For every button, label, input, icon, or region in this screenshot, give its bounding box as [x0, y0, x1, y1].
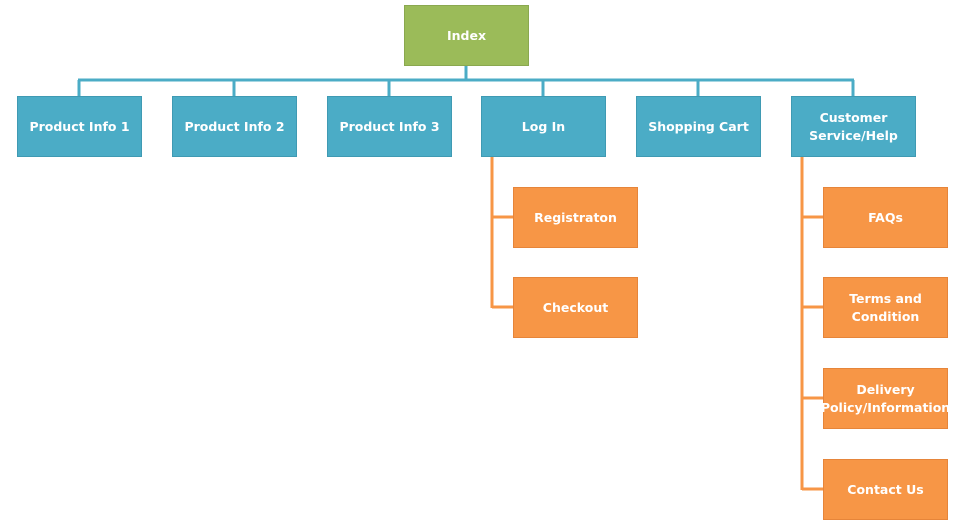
node-product-info-3: Product Info 3: [327, 96, 452, 157]
node-checkout: Checkout: [513, 277, 638, 338]
node-product-info-1-label: Product Info 1: [29, 118, 130, 134]
node-shopping-cart: Shopping Cart: [636, 96, 761, 157]
node-product-info-2: Product Info 2: [172, 96, 297, 157]
node-shopping-cart-label: Shopping Cart: [648, 118, 749, 134]
node-product-info-3-label: Product Info 3: [339, 118, 440, 134]
node-terms-and-condition: Terms and Condition: [823, 277, 948, 338]
node-product-info-1: Product Info 1: [17, 96, 142, 157]
node-checkout-label: Checkout: [542, 299, 609, 315]
node-contact-us-label: Contact Us: [847, 481, 924, 497]
node-log-in: Log In: [481, 96, 606, 157]
node-product-info-2-label: Product Info 2: [184, 118, 285, 134]
node-customer-service-help-label: Customer Service/Help: [809, 109, 898, 143]
node-faqs-label: FAQs: [868, 209, 903, 225]
node-contact-us: Contact Us: [823, 459, 948, 520]
node-terms-and-condition-label: Terms and Condition: [849, 290, 922, 324]
node-log-in-label: Log In: [521, 118, 566, 134]
node-faqs: FAQs: [823, 187, 948, 248]
node-delivery-policy: Delivery Policy/Information: [820, 368, 951, 429]
node-delivery-policy-label: Delivery Policy/Information: [820, 381, 951, 415]
node-registration-label: Registraton: [534, 209, 617, 225]
node-registration: Registraton: [513, 187, 638, 248]
node-customer-service-help: Customer Service/Help: [791, 96, 916, 157]
node-index: Index: [404, 5, 529, 66]
node-index-label: Index: [446, 27, 487, 43]
